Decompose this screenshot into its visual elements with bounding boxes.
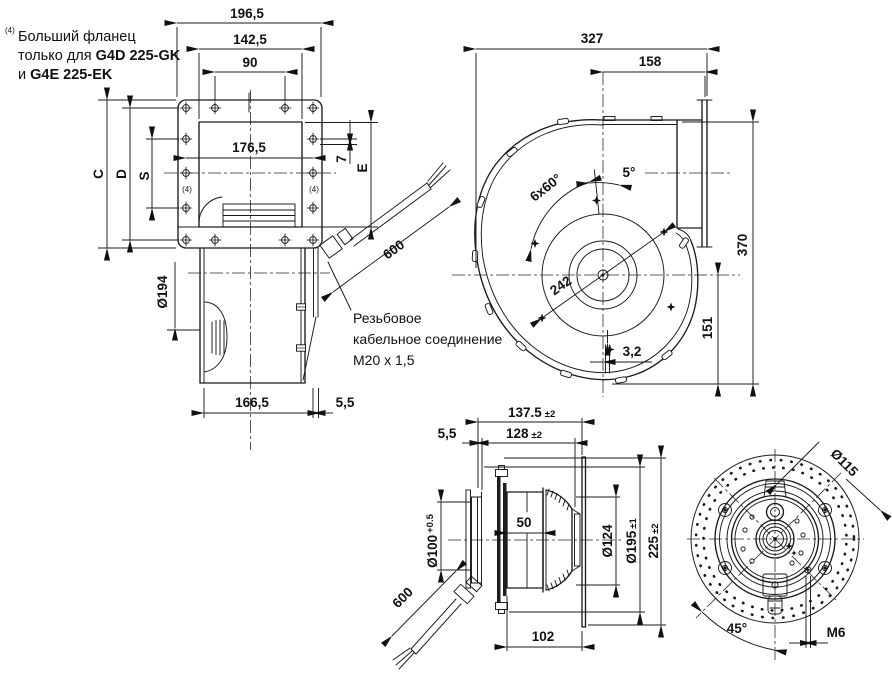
dim-total-depth: 137.5±2 (465, 405, 595, 488)
cable-note-line-2: кабельное соединение (353, 331, 503, 347)
scroll-centerlines (452, 72, 740, 397)
svg-text:S: S (137, 171, 152, 180)
dim-motor-base: 102 (494, 596, 595, 651)
svg-text:45°: 45° (727, 621, 747, 636)
dim-seven: 7 (320, 120, 357, 164)
motor-bracket (714, 478, 836, 600)
dim-hub-depth: 50 (494, 515, 556, 537)
svg-text:90: 90 (242, 55, 257, 70)
dim-motor-diameter: Ø124 (576, 484, 620, 598)
dim-lower-height: 151 (700, 262, 722, 397)
note-line-1: Больший фланец (18, 29, 136, 45)
flange-bolt-holes (179, 101, 320, 247)
dim-base-width: 166,5 5,5 (191, 388, 355, 418)
dim-cable-length-motor: 600 (380, 559, 468, 648)
inlet-cone (203, 301, 228, 373)
inlet-ring (465, 489, 482, 589)
inlet-flange (177, 92, 323, 249)
rim-clips (471, 117, 690, 384)
shaft-hub (755, 519, 795, 559)
svg-text:142,5: 142,5 (233, 32, 267, 47)
dim-gland-angle: 45° (690, 600, 788, 656)
svg-text:Ø195±1: Ø195±1 (624, 518, 639, 564)
outlet-flange (676, 99, 713, 248)
terminal-box (198, 196, 296, 228)
housing-body (199, 247, 319, 384)
svg-text:151: 151 (700, 316, 715, 339)
motor-body (506, 487, 581, 593)
cable-note-line-3: M20 x 1,5 (353, 352, 415, 368)
svg-text:M6: M6 (827, 625, 846, 640)
svg-text:242: 242 (547, 273, 574, 298)
dim-d: D (114, 95, 179, 253)
svg-text:158: 158 (639, 54, 662, 69)
dim-scroll-height: 370 (612, 109, 759, 397)
dim-bolt-angle: 6x60° 5° (525, 165, 636, 263)
dim-flange-width: 142,5 (186, 32, 315, 119)
flange-note: (4) Больший фланец только для G4D 225-GK… (5, 26, 181, 83)
svg-text:225±2: 225±2 (646, 523, 661, 558)
svg-text:327: 327 (581, 31, 604, 46)
cable-note-line-1: Резьбовое (353, 310, 422, 326)
svg-text:137.5±2: 137.5±2 (508, 405, 555, 420)
motor-view: 137.5±2 128±2 5,5 50 Ø100+0.5 Ø124 Ø195±… (380, 405, 666, 670)
svg-text:102: 102 (532, 629, 555, 644)
dim-overall-height: 225±2 (504, 445, 666, 638)
svg-text:50: 50 (516, 515, 531, 530)
dim-hole-pair: 90 (202, 55, 298, 101)
svg-text:E: E (355, 163, 370, 172)
dim-outlet-offset: 158 (590, 54, 718, 97)
svg-text:7: 7 (334, 155, 349, 163)
dim-s: S (137, 126, 179, 221)
qty-marker-left: (4) (182, 185, 192, 194)
dim-opening: 176,5 (173, 140, 326, 162)
dim-inlet-bore: Ø100+0.5 (425, 489, 470, 583)
dim-plate-diameter: Ø195±1 (484, 454, 645, 625)
svg-text:D: D (114, 169, 129, 179)
dim-outer-width: 196,5 (164, 6, 334, 97)
mounting-lugs (718, 503, 832, 575)
svg-text:196,5: 196,5 (230, 6, 264, 21)
dim-c: C (91, 87, 176, 261)
front-view: (4) (4) 196,5 (91, 6, 462, 450)
svg-text:3,2: 3,2 (623, 344, 642, 359)
front-cable-gland (319, 162, 451, 311)
svg-text:176,5: 176,5 (232, 140, 266, 155)
svg-text:166,5: 166,5 (235, 395, 269, 410)
dim-offset-label: 5,5 (336, 395, 355, 410)
svg-text:Ø124: Ø124 (600, 524, 615, 558)
svg-text:370: 370 (735, 234, 750, 257)
svg-text:Ø100+0.5: Ø100+0.5 (425, 513, 440, 568)
svg-text:C: C (91, 169, 106, 179)
dim-thread-size: M6 (789, 576, 846, 648)
qty-marker-right: (4) (309, 185, 319, 194)
scroll-housing (471, 116, 703, 384)
impeller-backplate (495, 465, 508, 614)
dim-scroll-width: 327 (463, 31, 720, 268)
dim-inlet-diameter: Ø194 (155, 262, 200, 341)
svg-text:128±2: 128±2 (506, 426, 542, 441)
svg-text:6x60°: 6x60° (527, 171, 564, 205)
svg-text:Ø115: Ø115 (828, 446, 862, 480)
support-plate (581, 456, 587, 628)
cable-gland-note: Резьбовое кабельное соединение M20 x 1,5 (353, 310, 503, 368)
note-superscript: (4) (5, 26, 15, 35)
dim-cable-length-front: 600 (320, 196, 462, 303)
svg-text:Ø194: Ø194 (155, 275, 170, 309)
dim-gap: 3,2 (590, 330, 652, 374)
dim-inner-depth: 128±2 5,5 (438, 426, 588, 507)
dim-5deg-label: 5° (623, 165, 636, 180)
scroll-view: 327 158 6x60° 5° 242 370 151 3,2 (452, 31, 759, 397)
rear-view: Ø115 45° M6 (687, 441, 892, 661)
svg-text:600: 600 (389, 584, 416, 611)
face-holes (740, 514, 812, 574)
note-line-3: и G4E 225-EK (18, 67, 113, 83)
dim-ring-offset: 5,5 (438, 426, 457, 441)
note-line-2: только для G4D 225-GK (18, 48, 181, 64)
